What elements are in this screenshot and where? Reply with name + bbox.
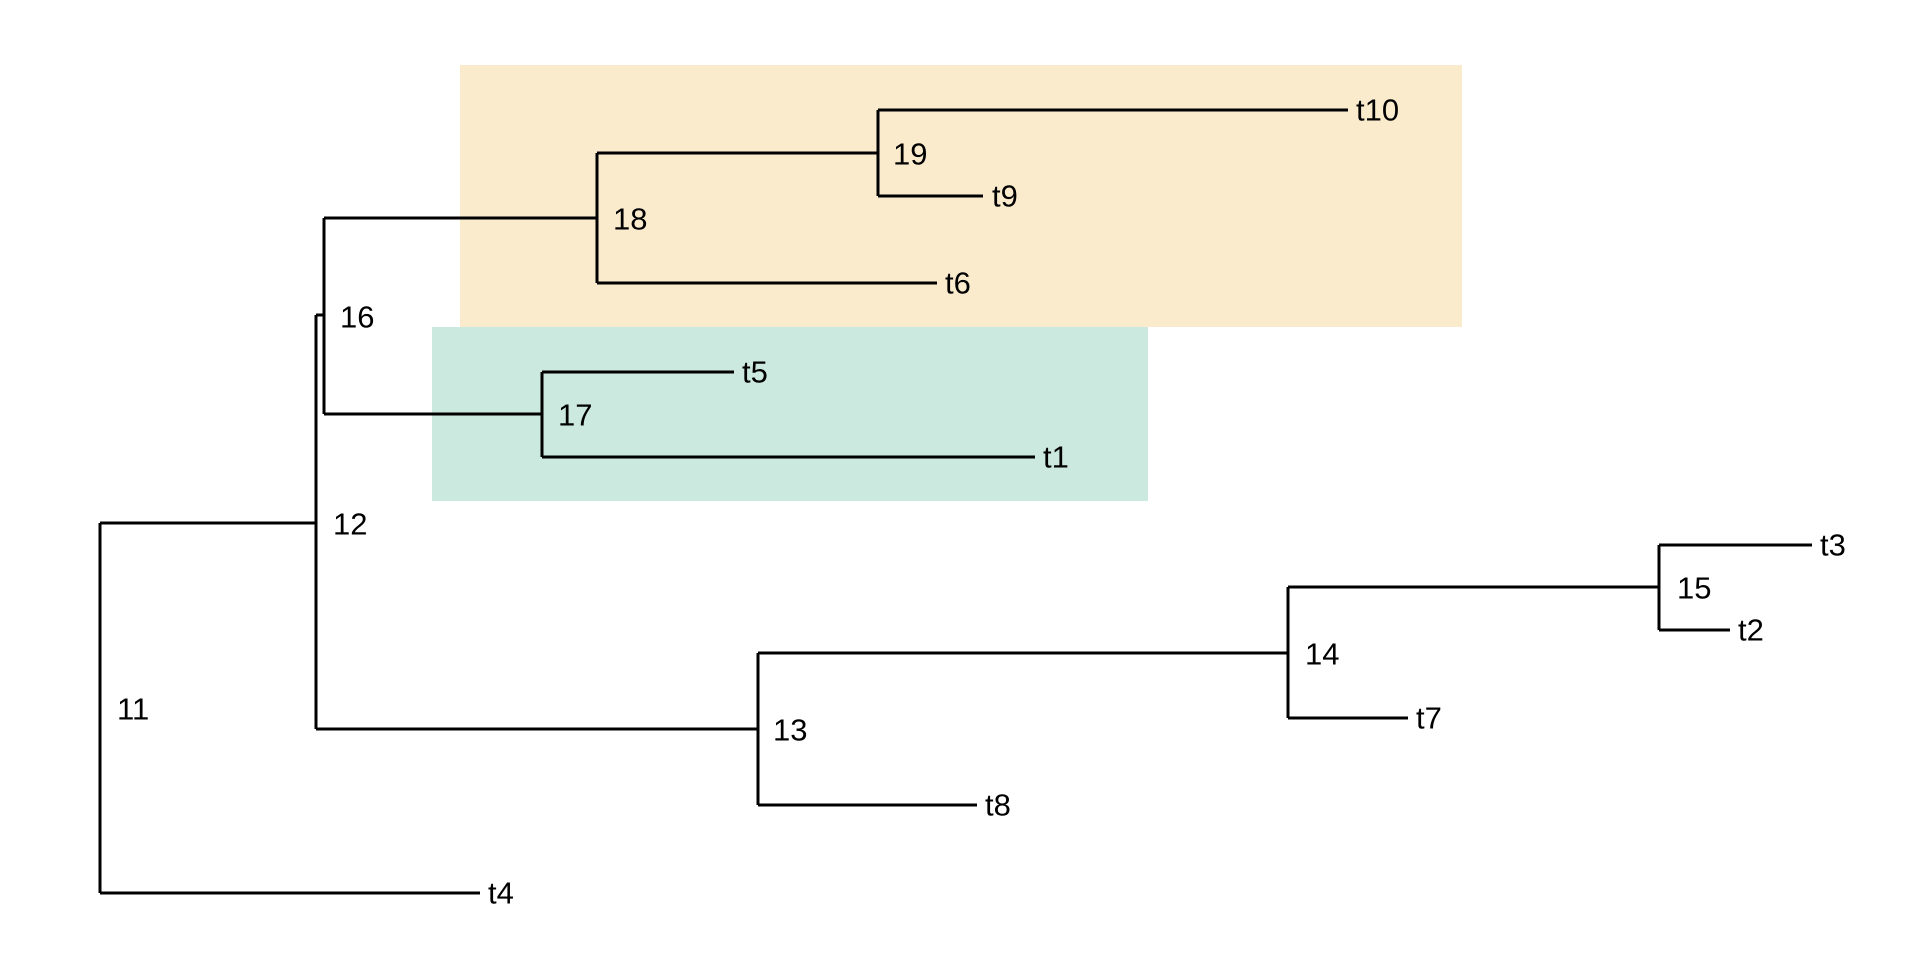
- node-label-11: 11: [117, 692, 149, 727]
- tree-branch-layer: [98, 108, 1812, 895]
- node-label-15: 15: [1677, 571, 1711, 606]
- tip-label-t8: t8: [985, 788, 1011, 823]
- highlight-clade-17: [432, 327, 1148, 501]
- tip-label-t7: t7: [1416, 701, 1442, 736]
- tip-label-t4: t4: [488, 876, 514, 911]
- node-label-14: 14: [1305, 637, 1339, 672]
- tip-label-t10: t10: [1356, 93, 1399, 128]
- node-label-13: 13: [773, 713, 807, 748]
- tip-label-t6: t6: [945, 266, 971, 301]
- tip-label-t1: t1: [1043, 440, 1069, 475]
- tip-label-t5: t5: [742, 355, 768, 390]
- tip-label-t3: t3: [1820, 528, 1846, 563]
- tip-label-t9: t9: [992, 179, 1018, 214]
- tree-label-layer: t10 t9 t6 t5 t1 t3 t2 t7 t8 t4 19 18 16 17 12 11 13 14 15: [117, 93, 1846, 911]
- node-label-17: 17: [558, 398, 592, 433]
- node-label-19: 19: [893, 137, 927, 172]
- node-label-16: 16: [340, 300, 374, 335]
- tip-label-t2: t2: [1738, 613, 1764, 648]
- node-label-18: 18: [613, 202, 647, 237]
- node-label-12: 12: [333, 507, 367, 542]
